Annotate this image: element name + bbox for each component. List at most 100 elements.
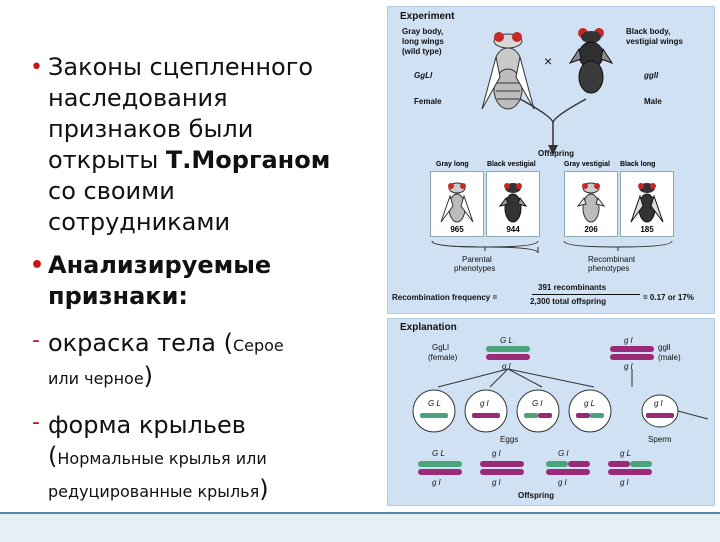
offspring-card: 944: [486, 171, 540, 237]
bullet-line: Анализируемые: [48, 251, 272, 279]
dash-line: окраска тела (Серое: [48, 328, 380, 361]
allele-label: G L: [500, 336, 513, 345]
bullet-morgan: • Законы сцепленного наследования призна…: [30, 52, 380, 238]
male-label: Male: [644, 97, 662, 106]
allele-label: g l: [432, 478, 441, 487]
allele-label: G l: [532, 399, 543, 408]
dash-body-color: - окраска тела (Серое или черное): [30, 328, 380, 394]
allele-label: G L: [428, 399, 441, 408]
parental-label: phenotypes: [454, 264, 496, 273]
eggs-label: Eggs: [500, 435, 519, 444]
morgan-name: Т.Морганом: [165, 146, 331, 174]
chromosome-green: [486, 346, 530, 352]
text-fragment: Нормальные крылья или: [57, 449, 267, 468]
parent1-label: (wild type): [402, 47, 442, 56]
allele-label: G l: [558, 449, 569, 458]
male-sex: (male): [658, 353, 681, 362]
phenotype-label: Black vestigial: [487, 161, 536, 168]
offspring-count: 185: [640, 225, 654, 234]
explanation-panel: Explanation G L g l GgLl (female) g l g …: [387, 318, 715, 506]
parent2-genotype: ggll: [644, 71, 659, 80]
offspring-chromosomes: [418, 461, 652, 475]
allele-label: g l: [654, 399, 663, 408]
bullet-line: признаков были: [48, 115, 254, 143]
offspring-card: 965: [430, 171, 484, 237]
text-fragment: ): [143, 362, 154, 390]
offspring-count: 206: [584, 225, 598, 234]
offspring-card: 206: [564, 171, 618, 237]
bullet-line: Законы сцепленного: [48, 53, 313, 81]
explanation-title: Explanation: [400, 322, 457, 333]
phenotype-label: Black long: [620, 161, 656, 168]
parent1-genotype: GgLl: [414, 71, 433, 80]
text-fragment: окраска тела (: [48, 329, 233, 357]
cross-symbol: ×: [544, 53, 553, 69]
fraction-line: [532, 294, 640, 295]
rf-result: = 0.17 or 17%: [643, 293, 694, 302]
gray-long-fly-icon: [440, 182, 474, 223]
text-fragment: ): [259, 475, 269, 503]
recombinant-label: phenotypes: [588, 264, 630, 273]
dash-icon: -: [32, 328, 40, 353]
experiment-panel: Experiment Gray body, long wings (wild t…: [387, 6, 715, 314]
sperm-label: Sperm: [648, 435, 672, 444]
chromosome-purple: [486, 354, 530, 360]
female-sex: (female): [428, 353, 458, 362]
offspring-label: Offspring: [538, 149, 574, 158]
text-fragment: редуцированные крылья: [48, 482, 260, 501]
dash-wing-shape: - форма крыльев (Нормальные крылья или р…: [30, 410, 380, 507]
parent1-label: long wings: [402, 37, 444, 46]
bullet-line: признаки:: [48, 282, 189, 310]
text-fragment: Серое: [232, 336, 284, 355]
text-fragment: (: [48, 442, 58, 470]
bullet-line: открыты Т.Морганом: [48, 145, 380, 176]
allele-label: g L: [620, 449, 632, 458]
black-fly-icon: [568, 28, 614, 94]
parental-label: Parental: [462, 255, 492, 264]
black-vestigial-fly-icon: [498, 183, 528, 223]
allele-label: g L: [584, 399, 596, 408]
bullet-line: сотрудниками: [48, 208, 231, 236]
rf-label: Recombination frequency =: [392, 293, 498, 302]
text-fragment: открыты: [48, 146, 166, 174]
male-genotype: ggll: [658, 343, 671, 352]
cross-arrow-icon: [519, 98, 587, 155]
offspring-count: 965: [450, 225, 464, 234]
dash-line: редуцированные крылья): [48, 474, 380, 507]
offspring-card: 185: [620, 171, 674, 237]
wild-type-fly-icon: [481, 32, 535, 110]
bullet-traits: • Анализируемые признаки:: [30, 250, 380, 312]
allele-label: G L: [432, 449, 445, 458]
chromosome-purple: [610, 346, 654, 352]
allele-label: g l: [480, 399, 489, 408]
allele-label: g l: [620, 478, 629, 487]
bullet-icon: •: [30, 253, 45, 278]
bullet-icon: •: [30, 55, 43, 80]
chromosome-purple: [610, 354, 654, 360]
allele-label: g l: [624, 336, 633, 345]
parent1-label: Gray body,: [402, 27, 444, 36]
dash-line: или черное): [48, 361, 380, 394]
allele-label: g l: [558, 478, 567, 487]
footer-bar: [0, 512, 720, 542]
allele-label: g l: [502, 362, 511, 371]
phenotype-label: Gray vestigial: [564, 161, 610, 168]
text-fragment: или черное: [48, 369, 144, 388]
gray-vestigial-fly-icon: [576, 182, 606, 223]
rf-numerator: 391 recombinants: [538, 283, 607, 292]
dash-line: (Нормальные крылья или: [48, 441, 380, 474]
dash-line: форма крыльев: [48, 411, 246, 439]
offspring-count: 944: [506, 225, 520, 234]
offspring-label: Offspring: [518, 491, 554, 500]
bullet-line: со своими: [48, 177, 175, 205]
female-label: Female: [414, 97, 442, 106]
black-long-fly-icon: [630, 183, 664, 223]
gamete-arrows-icon: [437, 368, 633, 388]
bullet-line: наследования: [48, 84, 228, 112]
allele-label: g l: [624, 362, 633, 371]
parent2-label: vestigial wings: [626, 37, 683, 46]
phenotype-label: Gray long: [436, 161, 469, 168]
gametes-row: [412, 389, 709, 433]
female-genotype: GgLl: [432, 343, 449, 352]
dash-icon: -: [32, 410, 40, 435]
